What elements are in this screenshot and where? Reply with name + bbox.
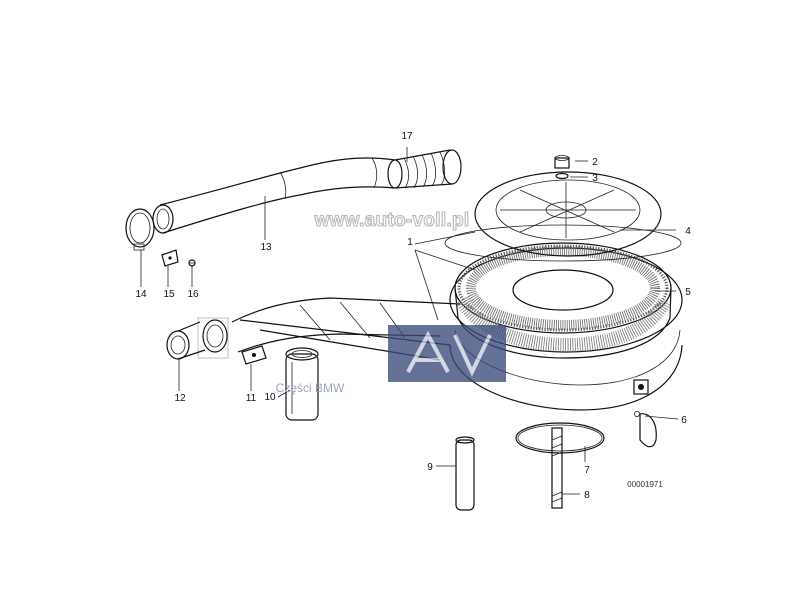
callout-13: 13 [260,242,272,253]
callout-1: 1 [407,237,413,248]
callout-15: 15 [163,289,175,300]
clip-part-11 [241,345,267,365]
intake-sleeve-part-12 [166,317,229,360]
callout-2: 2 [592,157,598,168]
screw-part-16 [188,259,196,267]
callout-8: 8 [584,490,590,501]
intake-snorkel [231,297,461,361]
bracket-plate-part-15 [161,249,179,267]
watermark-url: www.auto-voll.pl [313,210,469,231]
washer-part-3 [555,172,569,180]
callout-10: 10 [264,392,276,403]
callout-17: 17 [401,131,413,142]
bellows-part-17 [387,149,462,189]
filter-element-part-5 [454,242,672,359]
watermark-subtitle: Części BMW [276,381,345,395]
callout-3: 3 [592,173,598,184]
callout-4: 4 [685,226,691,237]
callout-9: 9 [427,462,433,473]
gasket-part-1 [444,224,682,262]
callout-7: 7 [584,465,590,476]
hose-clamp-part-14 [125,208,155,251]
watermark-logo [388,325,506,382]
callout-12: 12 [174,393,186,404]
stud-part-8 [551,427,563,509]
callout-14: 14 [135,289,147,300]
callout-5: 5 [685,287,691,298]
bracket-part-6 [634,410,657,448]
leader-lines [140,147,679,495]
diagram-part-code: 00001971 [627,480,663,489]
nut-part-2 [554,155,570,169]
hose-part-9 [455,436,475,511]
callout-6: 6 [681,415,687,426]
callout-16: 16 [187,289,199,300]
callout-11: 11 [246,393,257,404]
filter-lid-part-4 [474,171,662,257]
hose-part-10 [285,347,319,421]
